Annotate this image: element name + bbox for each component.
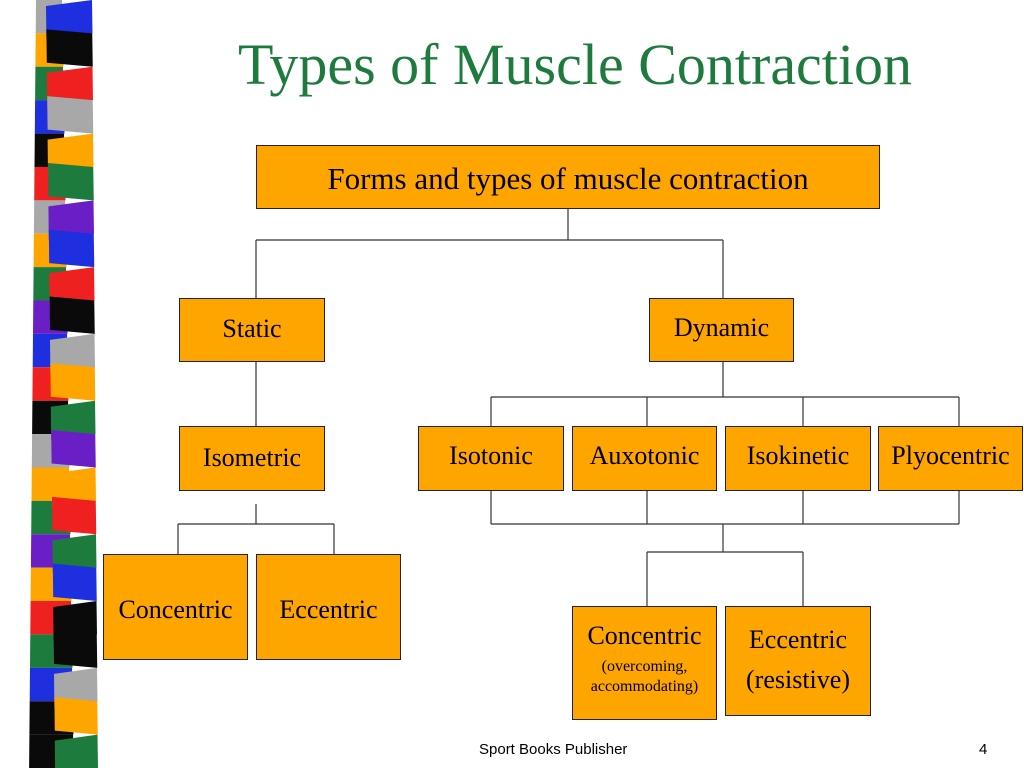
dynamic-node: Dynamic [649, 298, 794, 362]
stripe-segment [47, 96, 94, 134]
plyocentric-node-label: Plyocentric [891, 441, 1010, 470]
dynamic-eccentric-node: Eccentric (resistive) [725, 606, 871, 716]
stripe-segment [48, 229, 95, 268]
stripe-segment [50, 400, 96, 441]
static-concentric-node: Concentric [103, 554, 248, 660]
stripe-segment [47, 133, 94, 173]
dynamic-concentric-node-label: Concentric [587, 621, 702, 650]
stripe-segment [52, 534, 97, 574]
decorative-stripe-bar [29, 0, 98, 768]
stripe-segment [51, 467, 96, 507]
stripe-segment [52, 496, 97, 535]
page-number: 4 [979, 741, 988, 758]
stripe-segment [50, 363, 96, 401]
stripe-segment [49, 296, 95, 334]
static-node-label: Static [222, 314, 282, 343]
footer-publisher: Sport Books Publisher [479, 741, 628, 758]
stripe-segment [48, 200, 94, 240]
isokinetic-node-label: Isokinetic [746, 441, 850, 470]
isometric-node: Isometric [179, 426, 325, 491]
auxotonic-node-label: Auxotonic [589, 441, 700, 470]
root-node-label: Forms and types of muscle contraction [327, 161, 809, 196]
isotonic-node-label: Isotonic [449, 441, 533, 470]
dynamic-concentric-node: Concentric (overcoming, accommodating) [572, 606, 717, 720]
stripe-segment [54, 734, 98, 768]
stripe-segment [49, 267, 95, 307]
dynamic-concentric-note-line-2: accommodating) [590, 677, 699, 695]
static-node: Static [179, 298, 325, 362]
stripe-segment [51, 430, 96, 468]
stripe-segment [46, 66, 93, 107]
isotonic-node: Isotonic [418, 426, 564, 491]
stripe-segment [53, 630, 98, 668]
stripe-segment [52, 563, 97, 602]
isometric-node-label: Isometric [202, 443, 302, 472]
stripe-segment [53, 601, 97, 641]
slide-title: Types of Muscle Contraction [237, 32, 913, 97]
plyocentric-node: Plyocentric [878, 426, 1023, 491]
dynamic-eccentric-node-label: Eccentric [748, 625, 848, 654]
static-eccentric-node: Eccentric [256, 554, 401, 660]
root-node: Forms and types of muscle contraction [256, 145, 880, 209]
static-eccentric-node-label: Eccentric [279, 595, 378, 624]
static-concentric-node-label: Concentric [118, 595, 233, 624]
stripe-segment [46, 0, 93, 40]
dynamic-concentric-note-line-1: (overcoming, [601, 657, 688, 675]
stripe-segment [46, 29, 93, 67]
auxotonic-node: Auxotonic [572, 426, 717, 491]
isokinetic-node: Isokinetic [725, 426, 871, 491]
dynamic-node-label: Dynamic [673, 313, 770, 342]
dynamic-eccentric-note: (resistive) [746, 664, 850, 694]
stripe-segment [54, 697, 98, 735]
stripe-segment [50, 333, 95, 374]
stripe-segment [54, 667, 98, 708]
stripe-segment [48, 162, 94, 201]
